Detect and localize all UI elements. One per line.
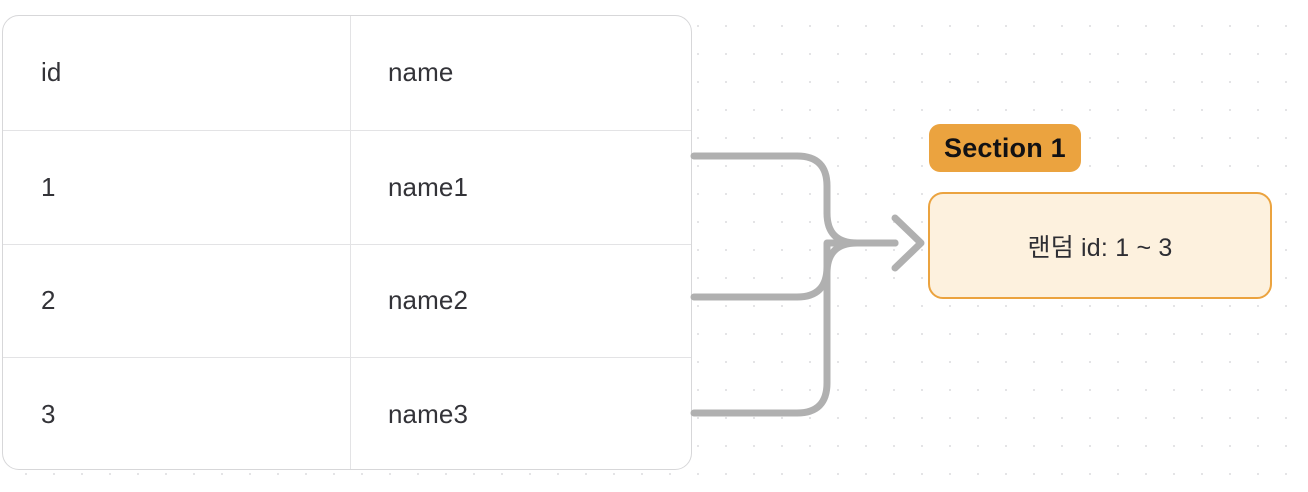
section-body-text: 랜덤 id: 1 ~ 3 bbox=[1027, 233, 1173, 262]
table-header-cell-name: name bbox=[388, 57, 454, 88]
table-row[interactable]: 1 name1 bbox=[3, 129, 691, 244]
table-header-cell-id: id bbox=[3, 16, 351, 130]
table-cell-id: 2 bbox=[3, 244, 351, 358]
table-cell-id: 3 bbox=[3, 358, 351, 469]
connector-line-row2 bbox=[690, 239, 899, 301]
section-badge[interactable]: Section 1 bbox=[929, 124, 1081, 172]
table-header-row: id name bbox=[3, 16, 691, 130]
table-cell-id: 1 bbox=[3, 130, 351, 244]
table-cell-name: name2 bbox=[388, 285, 468, 316]
table-cell-name: name1 bbox=[388, 171, 468, 202]
connector-line-row1 bbox=[690, 152, 899, 247]
table-row[interactable]: 2 name2 bbox=[3, 243, 691, 358]
table-row[interactable]: 3 name3 bbox=[3, 357, 691, 469]
arrowhead-icon bbox=[891, 214, 925, 272]
table-cell-name: name3 bbox=[388, 399, 468, 430]
section-body-box[interactable]: 랜덤 id: 1 ~ 3 bbox=[928, 192, 1272, 299]
connector-line-row3 bbox=[690, 239, 899, 417]
data-table: id name 1 name1 2 name2 3 name3 bbox=[2, 15, 692, 470]
